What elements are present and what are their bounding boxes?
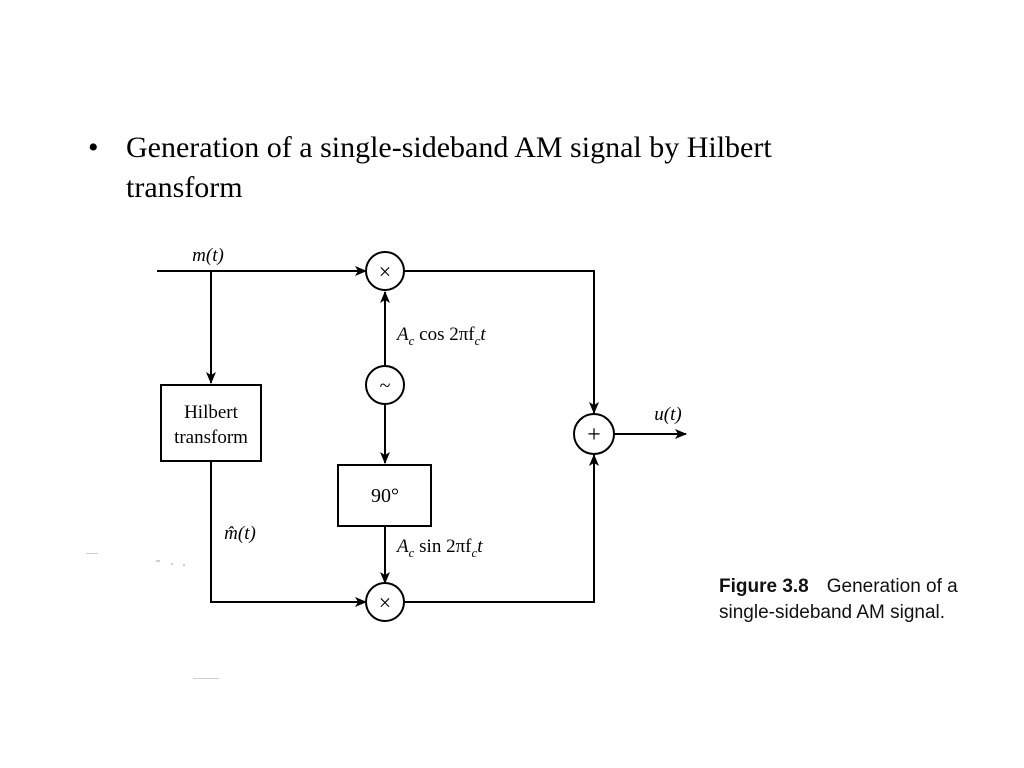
top-multiplier [365, 251, 405, 291]
carrier-cos-frequency-subscript: c [475, 333, 481, 348]
bullet-text: Generation of a single-sideband AM signa… [126, 128, 886, 208]
bullet-marker: • [88, 131, 99, 164]
oscillator-symbol: ~ [380, 375, 391, 397]
figure-number: Figure 3.8 [719, 576, 809, 597]
bullet-line-2: transform [126, 171, 243, 204]
hilbert-transform-block [160, 384, 262, 462]
bottom-multiplier-symbol: × [379, 590, 391, 615]
carrier-cos-label: Ac cos 2πfct [395, 324, 486, 348]
scan-artifacts [86, 553, 219, 679]
phase-shift-label: 90° [371, 485, 399, 507]
carrier-sin-label: Ac sin 2πfct [395, 536, 483, 560]
carrier-sin-amplitude-subscript: c [409, 545, 415, 560]
adder-symbol: + [587, 422, 601, 448]
bullet-line-1: Generation of a single-sideband AM signa… [126, 131, 772, 164]
caption-line-1-text: Generation of a [826, 576, 958, 597]
top-multiplier-symbol: × [379, 259, 391, 284]
hilbert-output-label: m̂(t) [224, 523, 256, 544]
adder [573, 413, 615, 455]
phase-shift-block [337, 464, 432, 527]
hilbert-block-label-1: Hilbert [184, 402, 239, 423]
carrier-sin-frequency-subscript: c [471, 545, 477, 560]
carrier-cos-function: cos 2πf [414, 324, 475, 345]
carrier-sin-function: sin 2πf [414, 536, 472, 557]
carrier-cos-amplitude: A [395, 324, 409, 345]
output-signal-label: u(t) [654, 404, 681, 425]
hilbert-block-label-2: transform [174, 427, 248, 448]
caption-line-1: Figure 3.8 Generation of a [719, 574, 1009, 600]
wire-hilbert-to-bottom-multiplier [210, 461, 367, 607]
carrier-cos-amplitude-subscript: c [409, 333, 415, 348]
carrier-cos-time: t [480, 324, 486, 345]
bottom-multiplier [365, 582, 405, 622]
oscillator [365, 365, 405, 405]
figure-caption: Figure 3.8 Generation of a single-sideban… [719, 574, 1009, 626]
caption-line-2: single-sideband AM signal. [719, 602, 946, 623]
input-signal-label: m(t) [192, 245, 224, 266]
wire-top-multiplier-to-adder [404, 270, 599, 414]
carrier-sin-time: t [477, 536, 483, 557]
wire-bottom-multiplier-to-adder [404, 454, 599, 603]
carrier-sin-amplitude: A [395, 536, 409, 557]
